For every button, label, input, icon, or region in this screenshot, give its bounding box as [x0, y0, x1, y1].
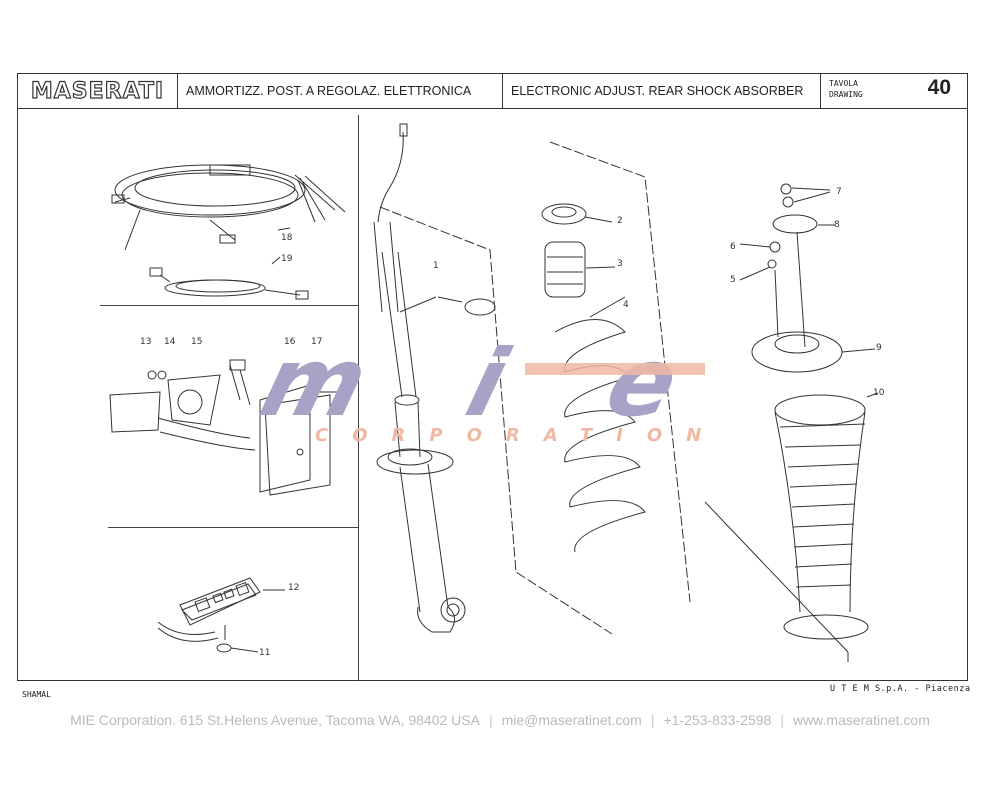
phone-number: +1-253-833-2598	[663, 712, 772, 728]
callout-6: 6	[730, 242, 736, 252]
email-link[interactable]: mie@maseratinet.com	[501, 712, 642, 728]
callout-1: 1	[433, 261, 439, 271]
callout-12: 12	[288, 583, 300, 593]
publisher-name: U T E M S.p.A. - Piacenza	[830, 684, 971, 694]
wiring-harness-illustration	[111, 164, 346, 300]
callout-2: 2	[617, 216, 623, 226]
drawing-frame	[17, 73, 968, 681]
callout-13: 13	[140, 337, 152, 347]
callout-7: 7	[836, 187, 842, 197]
callout-16: 16	[284, 337, 296, 347]
separator: |	[780, 712, 784, 728]
callout-14: 14	[164, 337, 176, 347]
callout-10: 10	[873, 388, 885, 398]
panel-divider-2	[108, 527, 358, 528]
callout-15: 15	[191, 337, 203, 347]
title-block: MASERATI AMMORTIZZ. POST. A REGOLAZ. ELE…	[17, 73, 968, 109]
shock-absorber-assembly-illustration	[373, 123, 879, 662]
website-link[interactable]: www.maseratinet.com	[792, 712, 930, 728]
company-address: MIE Corporation. 615 St.Helens Avenue, T…	[70, 712, 480, 728]
model-name: SHAMAL	[22, 690, 51, 699]
callout-4: 4	[623, 300, 629, 310]
separator: |	[488, 712, 493, 728]
callout-8: 8	[834, 220, 840, 230]
contact-bar: MIE Corporation. 615 St.Helens Avenue, T…	[0, 712, 1000, 728]
control-unit-bracket-illustration	[109, 359, 350, 496]
separator: |	[650, 712, 655, 728]
callout-17: 17	[311, 337, 323, 347]
callout-9: 9	[876, 343, 882, 353]
brand-text: MASERATI	[30, 78, 165, 104]
drawing-number: 40	[927, 76, 951, 99]
title-italian: AMMORTIZZ. POST. A REGOLAZ. ELETTRONICA	[178, 74, 503, 108]
panel-divider-vertical	[358, 115, 359, 681]
title-english: ELECTRONIC ADJUST. REAR SHOCK ABSORBER	[503, 74, 821, 108]
callout-18: 18	[281, 233, 293, 243]
callout-3: 3	[617, 259, 623, 269]
callout-11: 11	[259, 648, 271, 658]
control-switch-illustration	[157, 577, 285, 653]
callout-19: 19	[281, 254, 293, 264]
callout-5: 5	[730, 275, 736, 285]
maserati-logo: MASERATI	[18, 74, 178, 108]
panel-divider-1	[100, 305, 358, 306]
